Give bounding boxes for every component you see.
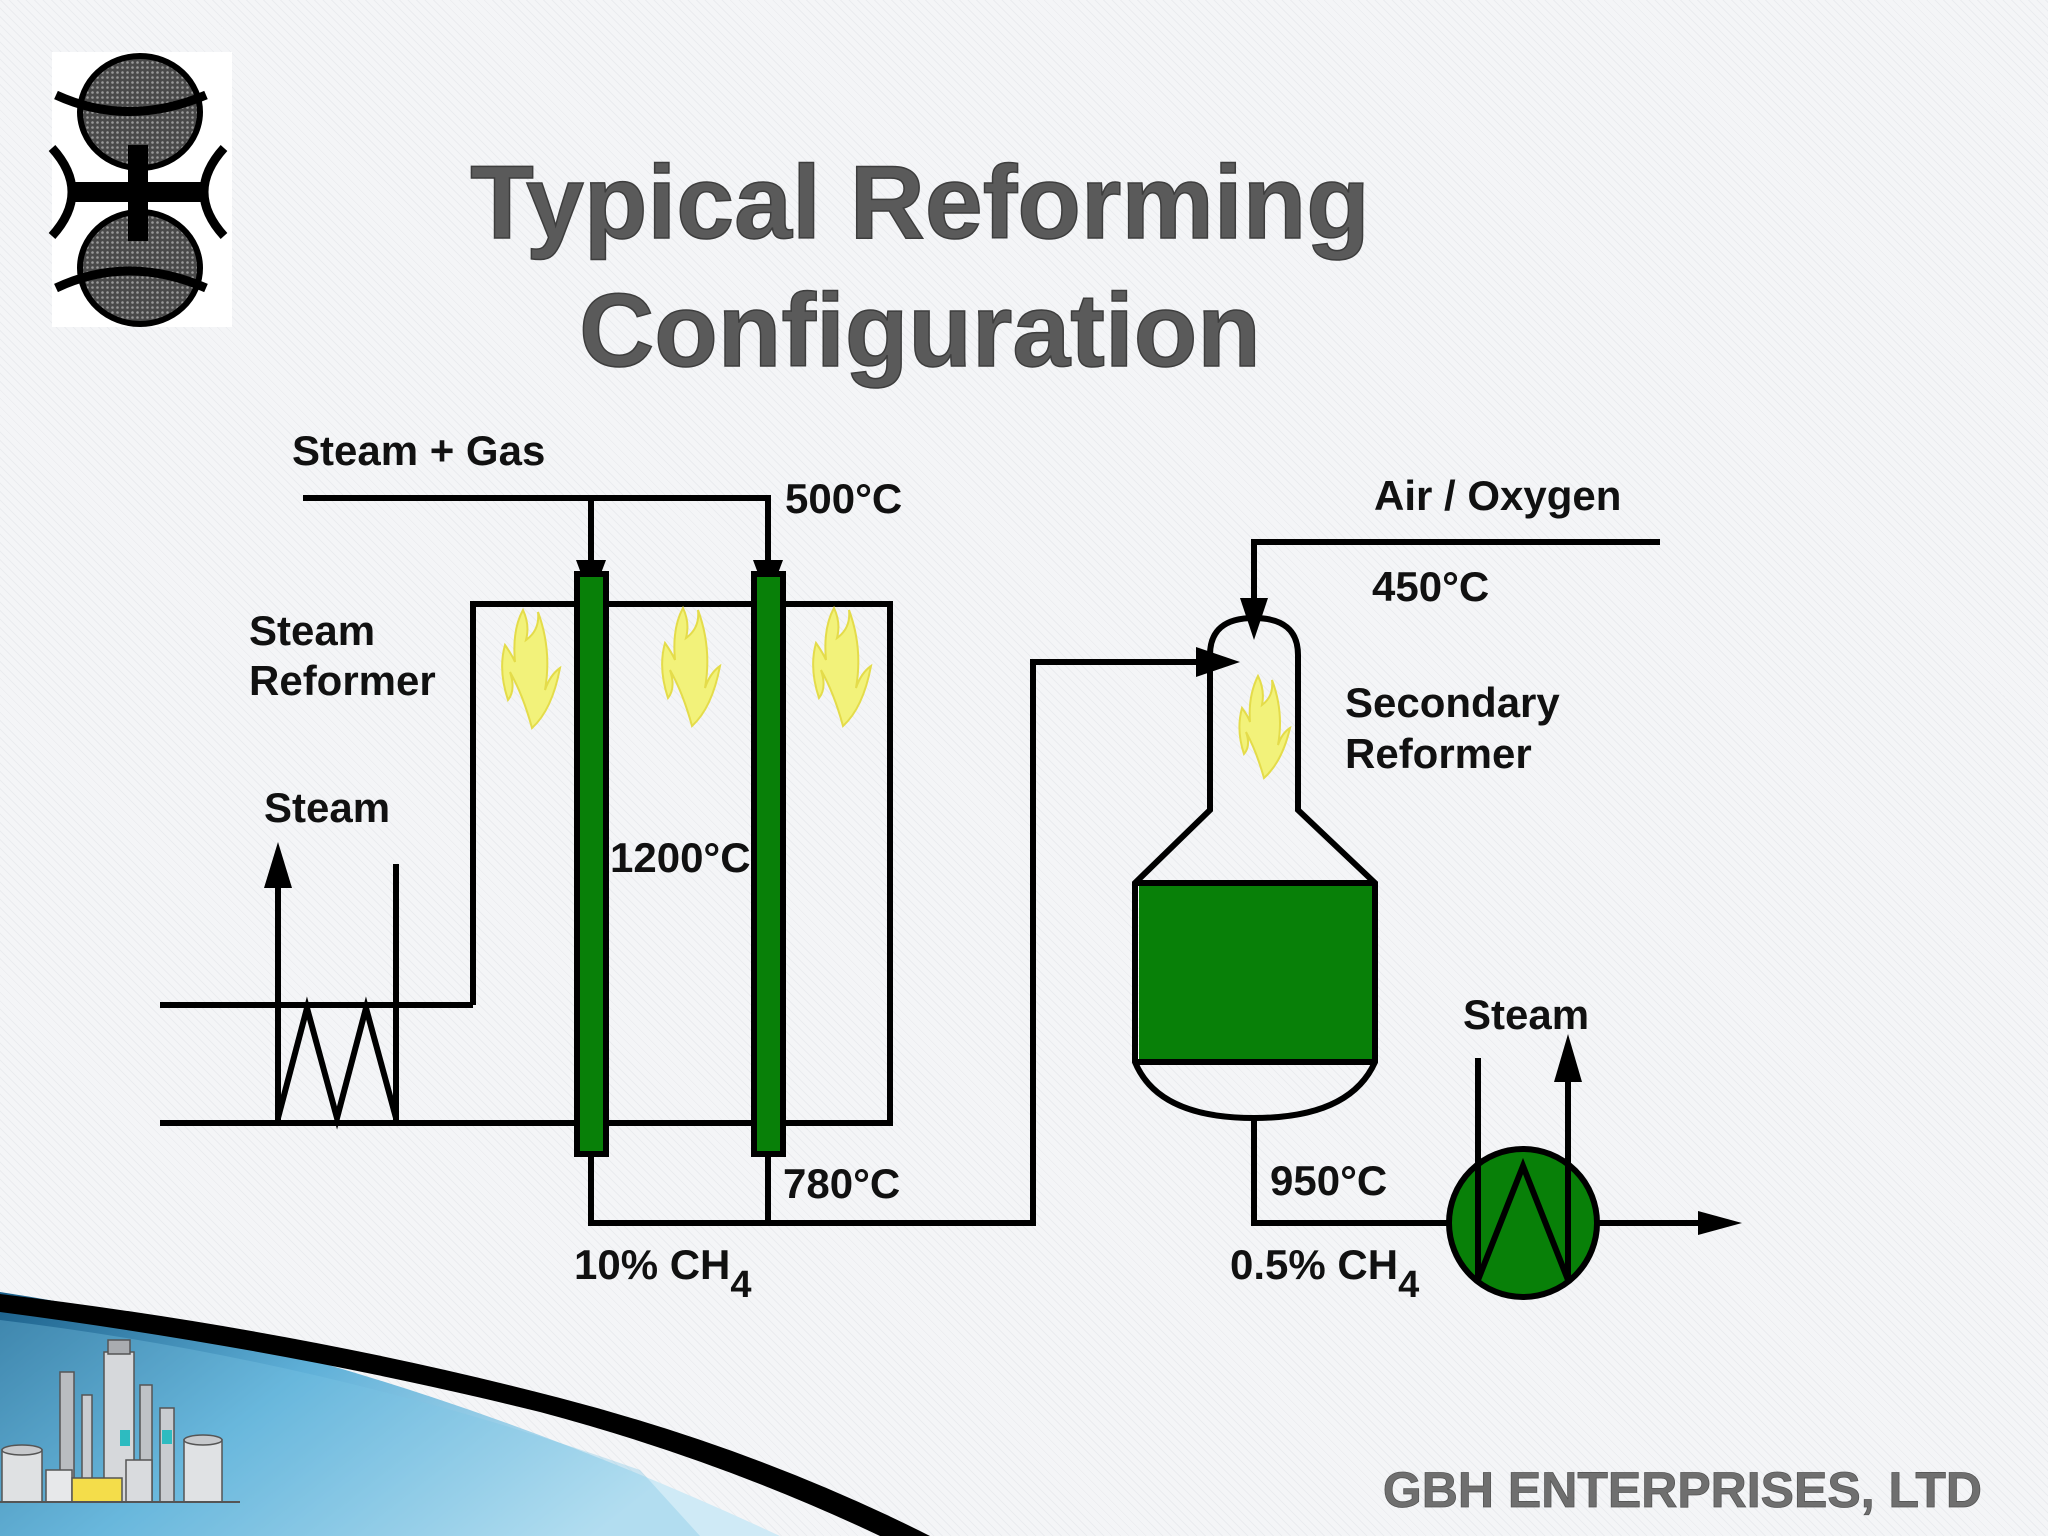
- furnace-flame-2-icon: [661, 605, 722, 728]
- label-temp-500: 500°C: [785, 475, 902, 522]
- label-ch4-10-sub: 4: [730, 1264, 751, 1306]
- label-temp-950: 950°C: [1270, 1157, 1387, 1204]
- slide-title-line1: Typical Reforming: [470, 145, 1370, 261]
- secondary-inlet-arrow-icon: [1196, 647, 1240, 677]
- furnace-flame-1-icon: [501, 607, 562, 730]
- label-steam-right: Steam: [1463, 991, 1589, 1038]
- label-secondary-line1: Secondary: [1345, 679, 1560, 726]
- secondary-flame-icon: [1238, 673, 1292, 780]
- secondary-catalyst-bed: [1139, 884, 1372, 1061]
- secondary-reformer-vessel: [1132, 614, 1378, 1122]
- steam-up-arrow-left-icon: [264, 842, 292, 888]
- label-ch4-05-sub: 4: [1398, 1264, 1419, 1306]
- label-ch4-05-main: 0.5% CH: [1230, 1241, 1398, 1288]
- steam-reformer-furnace: [160, 601, 893, 1126]
- label-steam-reformer-line1: Steam: [249, 607, 375, 654]
- label-ch4-10: 10% CH4: [574, 1241, 752, 1306]
- label-ch4-05: 0.5% CH4: [1230, 1241, 1419, 1306]
- label-temp-1200: 1200°C: [610, 834, 751, 881]
- catalyst-tube-right: [751, 571, 786, 1157]
- gbh-logo-icon: [48, 52, 232, 327]
- air-oxygen-line: [1251, 539, 1660, 600]
- refinery-illustration-icon: [0, 1339, 240, 1503]
- slide-title-line2: Configuration: [579, 273, 1261, 389]
- company-footer: GBH ENTERPRISES, LTD: [1383, 1462, 1982, 1518]
- reformer-outlet-line: [588, 659, 1198, 1226]
- process-diagram: [160, 495, 1742, 1300]
- label-steam-reformer-line2: Reformer: [249, 657, 436, 704]
- catalyst-tube-left: [574, 571, 609, 1157]
- convection-coil-zigzag: [275, 996, 399, 1130]
- label-ch4-10-main: 10% CH: [574, 1241, 730, 1288]
- label-steam-left: Steam: [264, 784, 390, 831]
- label-air-oxygen: Air / Oxygen: [1374, 472, 1621, 519]
- label-temp-780: 780°C: [783, 1160, 900, 1207]
- steam-up-arrow-right-icon: [1554, 1034, 1582, 1082]
- boiler-coil-icon: [1475, 1157, 1571, 1282]
- feed-header-line: [303, 495, 771, 560]
- label-secondary-line2: Reformer: [1345, 730, 1532, 777]
- product-arrow-icon: [1698, 1211, 1742, 1235]
- furnace-flame-3-icon: [812, 605, 873, 728]
- secondary-outlet-line: [1251, 1118, 1450, 1226]
- label-steam-gas: Steam + Gas: [292, 427, 545, 474]
- label-temp-450: 450°C: [1372, 563, 1489, 610]
